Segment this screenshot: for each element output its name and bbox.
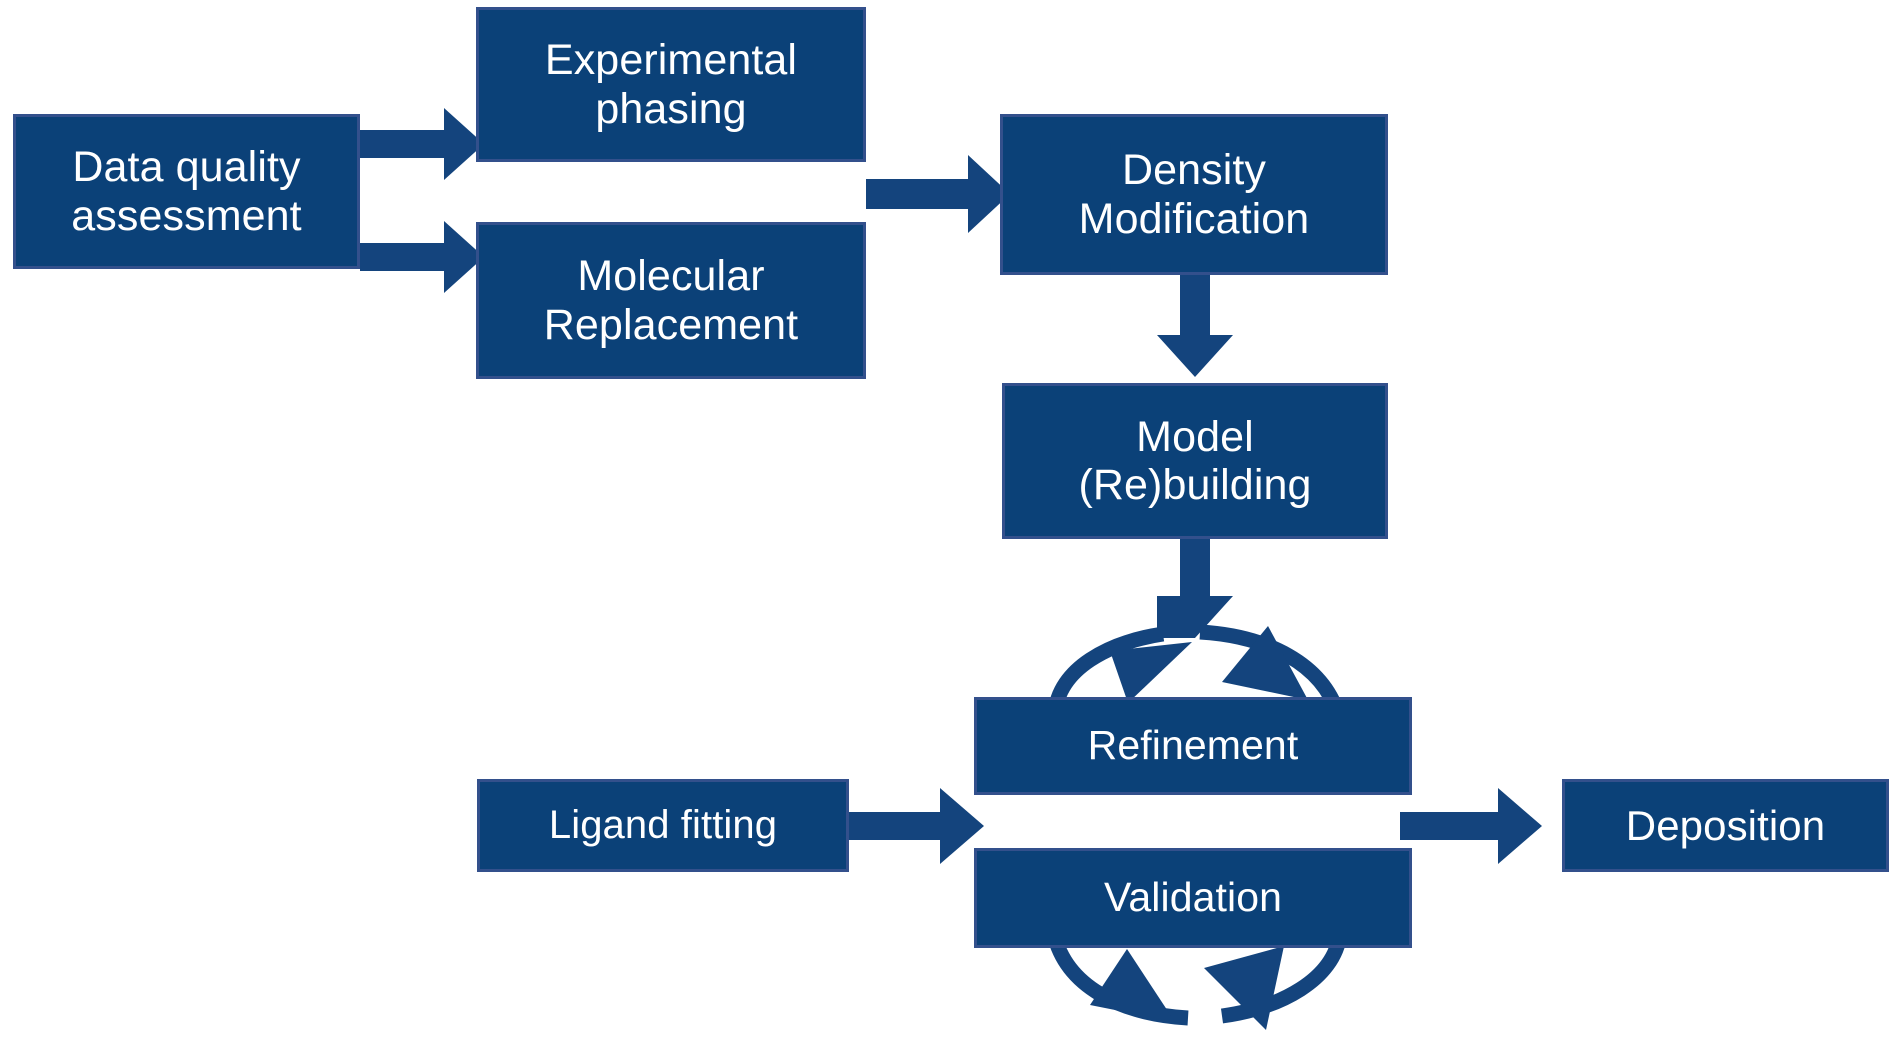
node-refinement[interactable]: Refinement xyxy=(974,697,1412,795)
node-label: Data quality assessment xyxy=(71,143,302,240)
node-label: Deposition xyxy=(1625,801,1826,849)
arrow-ligand-fitting-to-refinement xyxy=(849,788,984,864)
node-label: Model (Re)building xyxy=(1078,412,1312,509)
node-density-modification[interactable]: Density Modification xyxy=(1000,114,1388,275)
arrow-validation-to-deposition xyxy=(1400,788,1542,864)
node-label: Density Modification xyxy=(1078,146,1310,243)
node-data-quality-assessment[interactable]: Data quality assessment xyxy=(13,114,360,269)
arrow-model-rebuilding-to-refinement xyxy=(1157,539,1233,638)
arrow-data-quality-to-molecular-replacement xyxy=(360,221,484,293)
node-label: Validation xyxy=(1103,874,1283,921)
arrow-density-modification-to-model-rebuilding xyxy=(1157,275,1233,377)
node-molecular-replacement[interactable]: Molecular Replacement xyxy=(476,222,866,379)
node-deposition[interactable]: Deposition xyxy=(1562,779,1889,872)
node-label: Ligand fitting xyxy=(548,803,778,848)
node-label: Molecular Replacement xyxy=(543,252,799,349)
node-model-rebuilding[interactable]: Model (Re)building xyxy=(1002,383,1388,539)
cycle-arrowhead-bottom-right xyxy=(1204,946,1284,1030)
node-experimental-phasing[interactable]: Experimental phasing xyxy=(476,7,866,162)
node-label: Refinement xyxy=(1087,722,1299,769)
node-label: Experimental phasing xyxy=(544,36,798,133)
node-validation[interactable]: Validation xyxy=(974,848,1412,948)
arrow-data-quality-to-experimental-phasing xyxy=(360,108,484,180)
cycle-arrowhead-top-right xyxy=(1222,626,1308,700)
cycle-arrowhead-top-left xyxy=(1110,642,1192,703)
node-ligand-fitting[interactable]: Ligand fitting xyxy=(477,779,849,872)
cycle-arrowhead-bottom-left xyxy=(1090,949,1175,1022)
arrow-phasing-to-density-modification xyxy=(866,155,1010,233)
